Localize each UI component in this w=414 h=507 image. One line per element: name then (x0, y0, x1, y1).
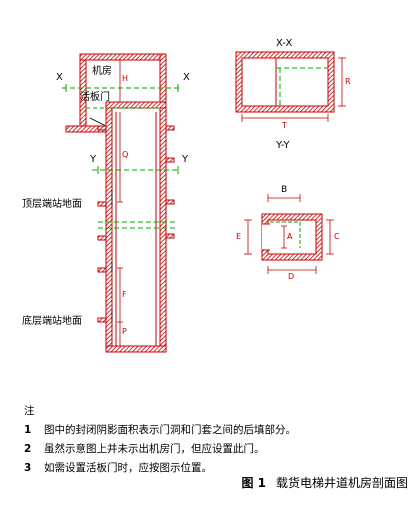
dim-c-label: C (334, 232, 340, 241)
landing-slabs-left (97, 125, 107, 323)
section-yy-label: Y-Y (276, 140, 290, 151)
dim-h-label: H (122, 74, 129, 83)
dim-a-label: A (287, 232, 293, 241)
machine-room-roof (79, 53, 167, 61)
dim-e-label: E (236, 232, 242, 241)
dim-p-label: P (122, 327, 127, 336)
vertical-dimensions (117, 59, 123, 346)
top-floor-label: 顶层端站地面 (22, 199, 82, 210)
notes-heading: 注 (24, 405, 35, 417)
dim-b-label: B (281, 185, 288, 195)
shaft-right-wall (159, 107, 167, 353)
machine-room-floor (105, 101, 167, 109)
trap-door-label: 活板门 (80, 92, 110, 103)
figure-title: 载货电梯井道机房剖面图 (275, 476, 408, 490)
dim-r-label: R (345, 77, 351, 86)
bottom-floor-label: 底层端站地面 (22, 316, 82, 327)
dim-f-label: F (122, 290, 127, 299)
vertical-section (62, 53, 182, 353)
dim-q-label: Q (122, 150, 129, 159)
machine-room-label: 机房 (92, 66, 112, 77)
section-x-right-label: X (183, 72, 190, 83)
machine-room-right-wall (159, 53, 167, 107)
section-y-left-label: Y (90, 154, 97, 165)
figure-number: 图 1 (241, 476, 266, 490)
shaft-pit-floor (105, 345, 167, 353)
dim-d-label: D (288, 272, 295, 281)
door-detail (244, 194, 334, 274)
shaft-left-wall (105, 107, 113, 353)
figure-caption: 图 1 载货电梯井道机房剖面图 (241, 474, 408, 491)
section-xx-label: X-X (276, 38, 293, 49)
section-x-left-label: X (56, 72, 63, 83)
section-y-right-label: Y (182, 154, 189, 165)
plan-xx (235, 51, 346, 122)
elevator-section-diagram (62, 51, 346, 353)
dim-t-label: T (282, 121, 287, 130)
landing-slabs-right (165, 125, 175, 239)
